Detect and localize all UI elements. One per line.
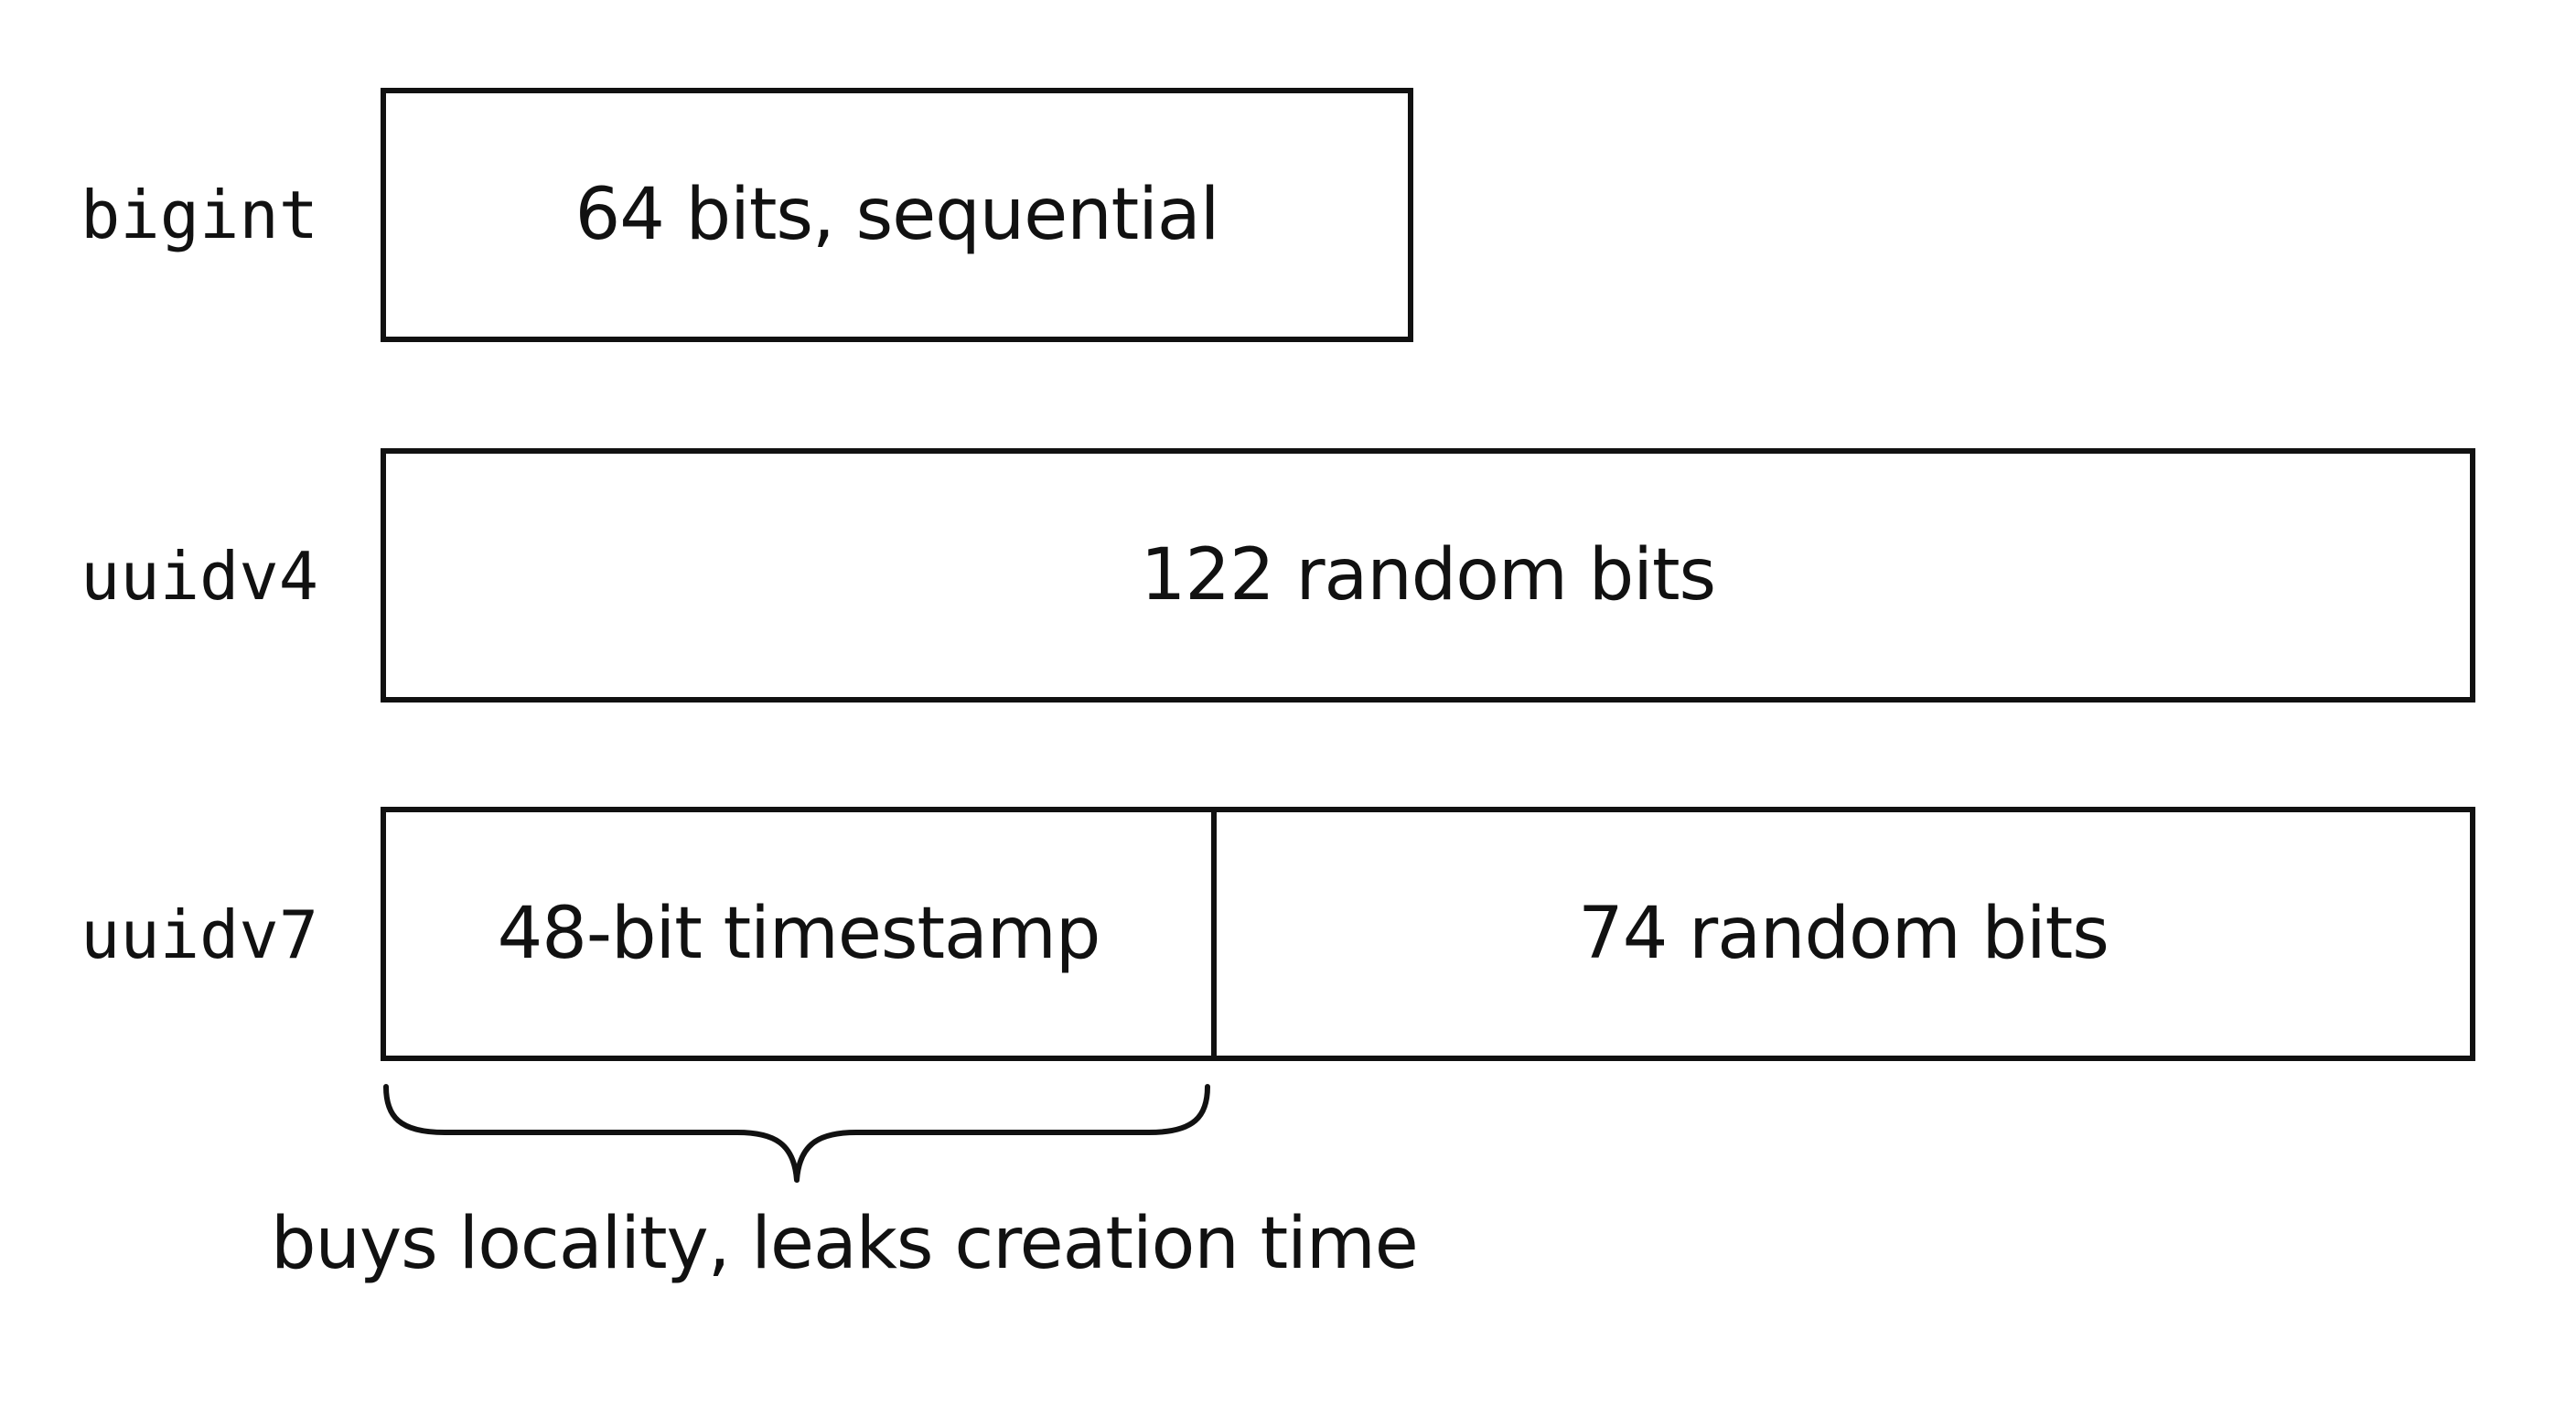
brace-annotation-caption: buys locality, leaks creation time xyxy=(271,1203,1419,1285)
row-label-uuidv4: uuidv4 xyxy=(80,538,319,615)
uuidv4-segment-random: 122 random bits xyxy=(386,454,2470,697)
row-label-uuidv7: uuidv7 xyxy=(80,896,319,973)
bigint-segment-sequential: 64 bits, sequential xyxy=(386,93,1408,337)
bigint-segment-text: 64 bits, sequential xyxy=(574,174,1220,256)
uuidv7-segment-timestamp: 48-bit timestamp xyxy=(386,812,1217,1056)
uuidv4-segment-text: 122 random bits xyxy=(1140,534,1716,617)
row-label-bigint: bigint xyxy=(80,177,319,253)
uuidv7-segment-random: 74 random bits xyxy=(1217,812,2470,1056)
uuidv4-bit-layout-box: 122 random bits xyxy=(381,448,2475,702)
curly-brace-icon xyxy=(383,1084,1210,1183)
bigint-bit-layout-box: 64 bits, sequential xyxy=(381,88,1413,342)
uuidv7-bit-layout-box: 48-bit timestamp 74 random bits xyxy=(381,807,2475,1061)
uuidv7-timestamp-text: 48-bit timestamp xyxy=(497,893,1101,975)
uuidv7-random-text: 74 random bits xyxy=(1578,893,2109,975)
